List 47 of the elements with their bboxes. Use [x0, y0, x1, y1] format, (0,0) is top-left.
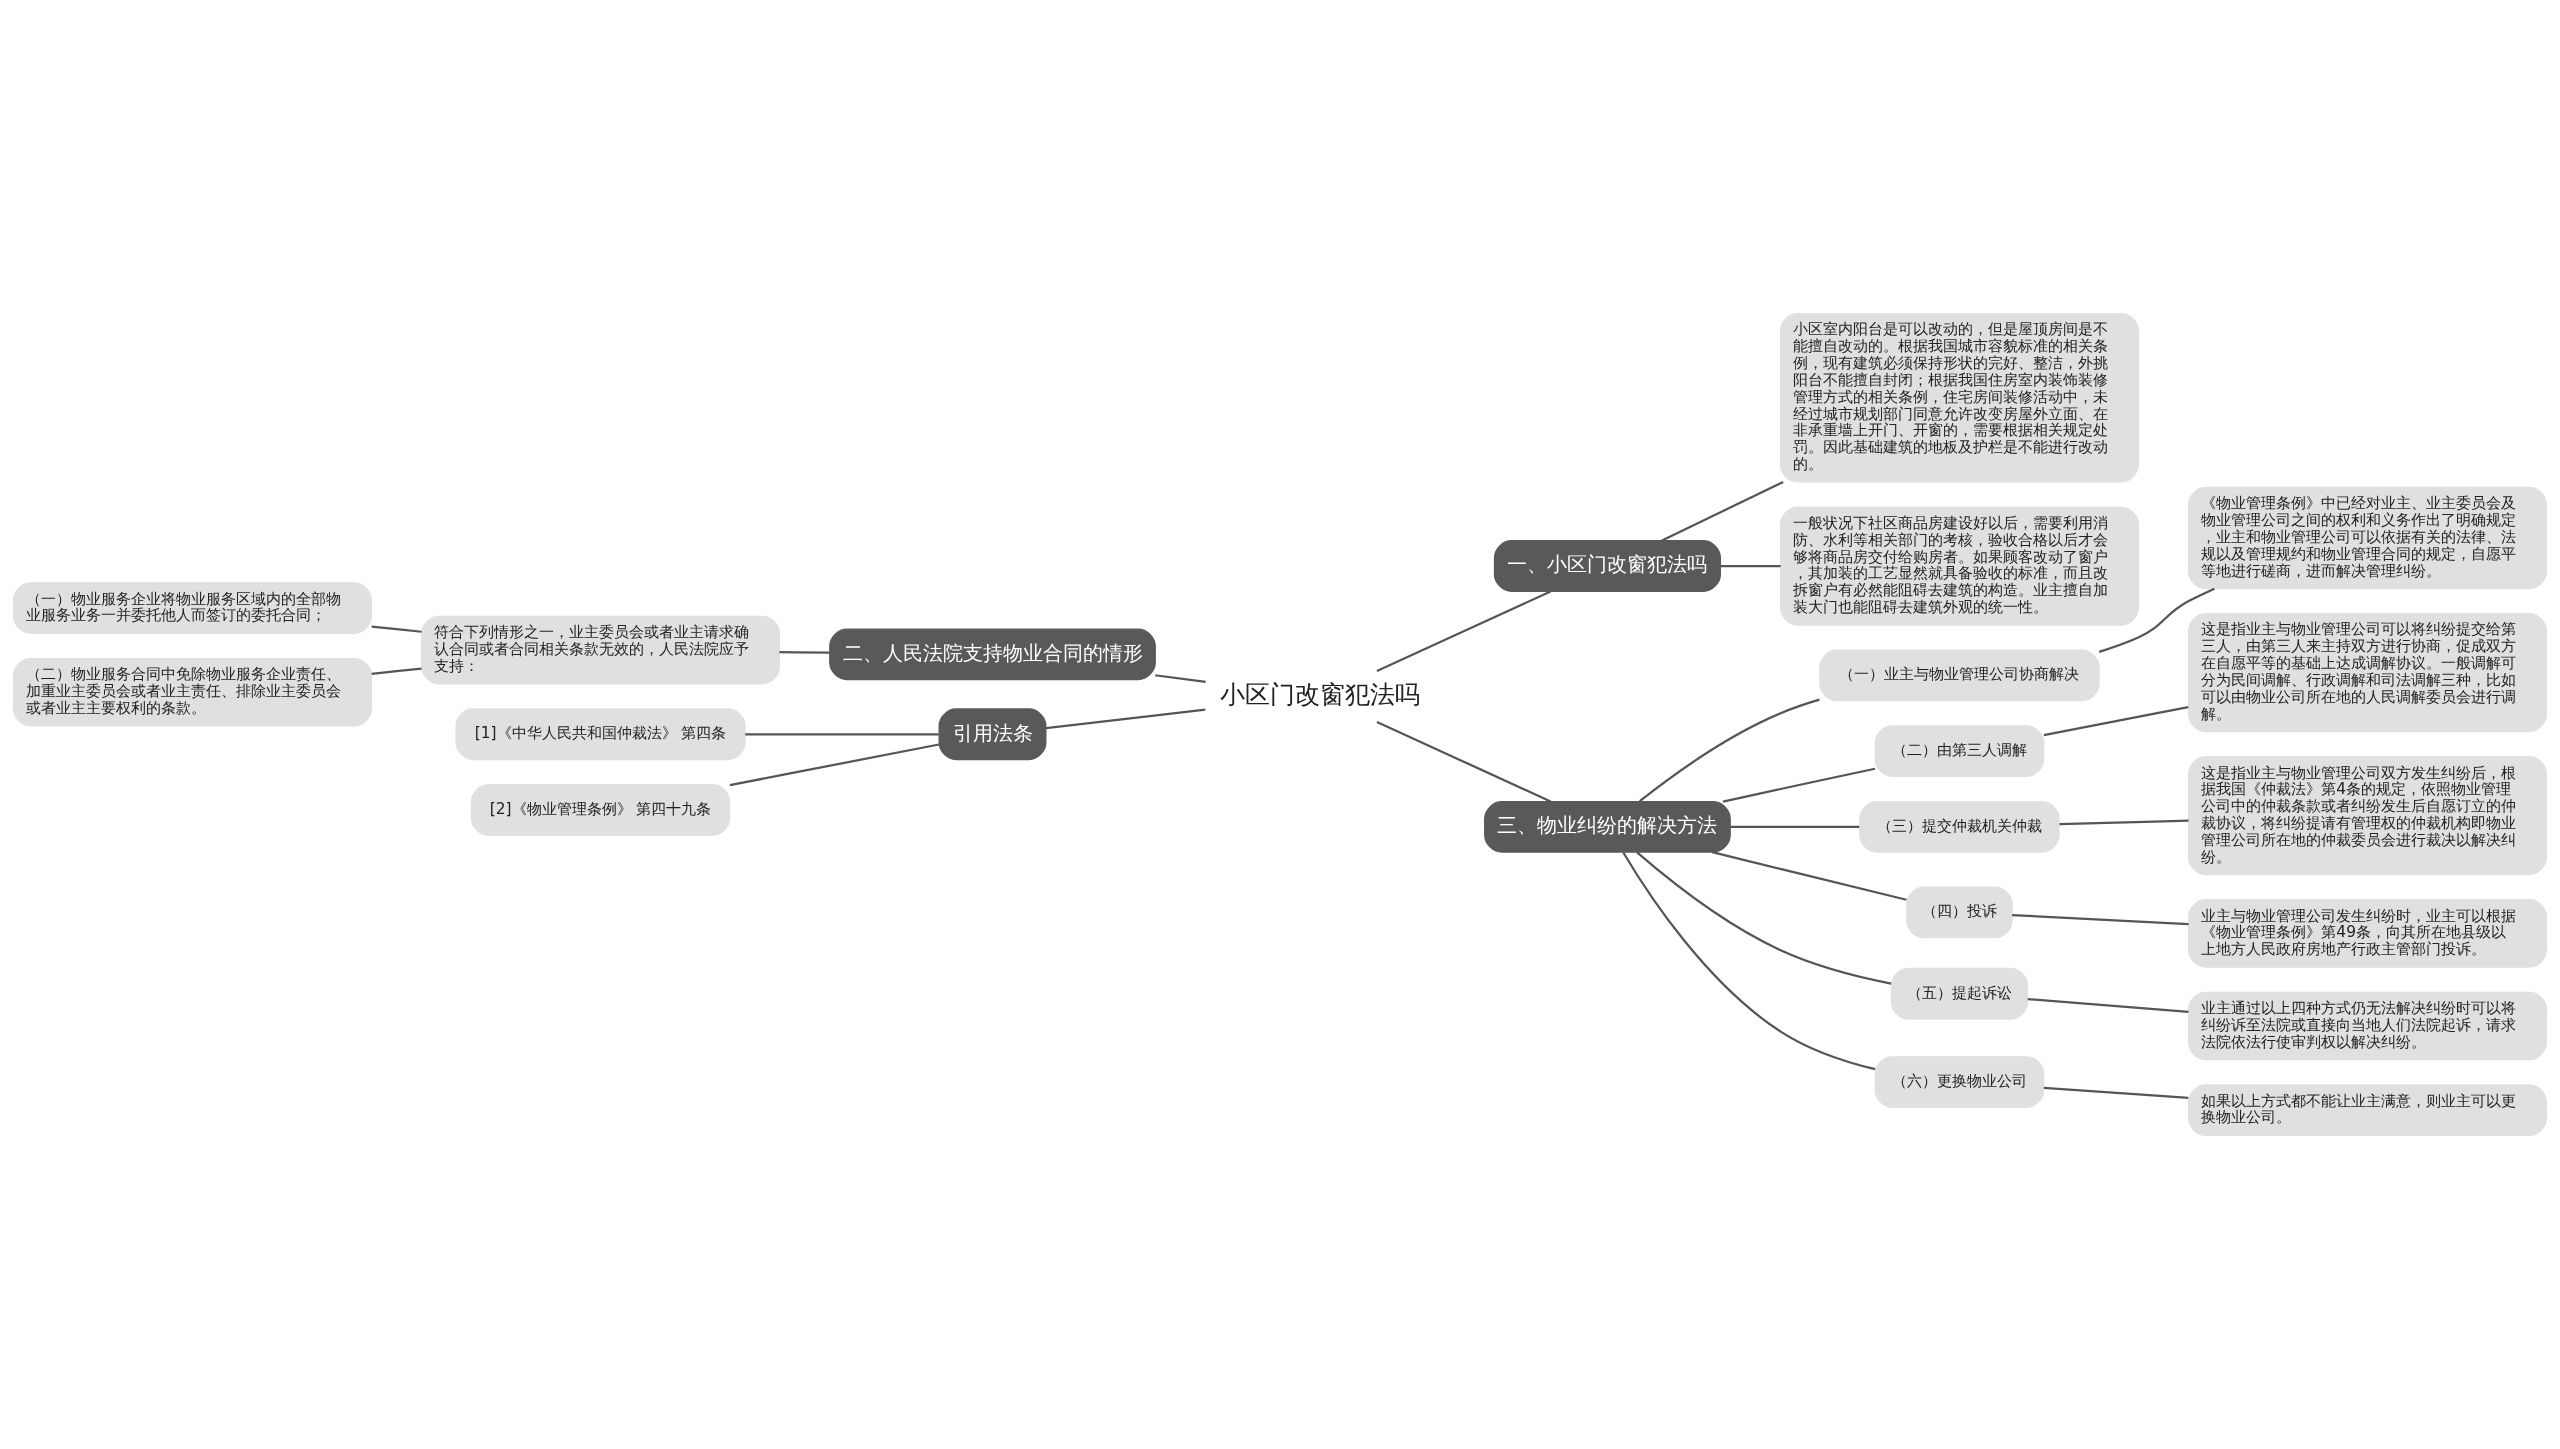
node-box: [1]《中华人民共和国仲裁法》 第四条 — [455, 708, 746, 761]
node-box: 一般状况下社区商品房建设好以后，需要利用消防、水利等相关部门的考核，验收合格以后才会够将商品房交付给购房者。如果顾客改动了窗户，其加装的工艺显然就具备验收的标准，而且改拆窗户有必然能阻碍去建筑的构造。业主擅自加装大门也能阻碍去建筑外观的统一性。 — [1779, 506, 2139, 626]
node-box: 业主与物业管理公司发生纠纷时，业主可以根据《物业管理条例》第49条，向其所在地县级以上地方人民政府房地产行政主管部门投诉。 — [2188, 899, 2548, 968]
node-box: 小区室内阳台是可以改动的，但是屋顶房间是不能擅自改动的。根据我国城市容貌标准的相关条例，现有建筑必须保持形状的完好、整洁，外挑阳台不能擅自封闭；根据我国住房室内装饰装修管理方式的相关条例，住宅房间装修活动中，未经过城市规划部门同意允许改变房屋外立面、在非承重墙上开门、开窗的，需要根据相关规定处罚。因此基础建筑的地板及护栏是不能进行改动的。 — [1779, 312, 2139, 483]
node-box: 如果以上方式都不能让业主满意，则业主可以更换物业公司。 — [2188, 1084, 2548, 1137]
node-text: 小区门改窗犯法吗 — [1219, 679, 1420, 709]
connector — [371, 625, 422, 633]
node-box: 《物业管理条例》中已经对业主、业主委员会及物业管理公司之间的权利和义务作出了明确规定，业主和物业管理公司可以依据有关的法律、法规以及管理规约和物业管理合同的规定，自愿平等地进行磋商，进而解决管理纠纷。 — [2188, 486, 2548, 590]
connector — [2027, 997, 2189, 1013]
node-box: 三、物业纠纷的解决方法 — [1484, 800, 1731, 853]
connector — [779, 651, 830, 654]
connector — [1720, 564, 1781, 568]
node-box: （五）提起诉讼 — [1890, 967, 2029, 1020]
connector — [745, 733, 939, 736]
node-box: 这是指业主与物业管理公司可以将纠纷提交给第三人，由第三人来主持双方进行协商，促成双方在自愿平等的基础上达成调解协议。一般调解可分为民间调解、行政调解和司法调解三种，比如可以由物业公司所在地的人民调解委员会进行调解。 — [2188, 613, 2548, 733]
connector — [1711, 851, 1907, 901]
connector — [1639, 698, 1820, 803]
connector — [1622, 851, 1876, 1071]
node-box: 一、小区门改窗犯法吗 — [1493, 540, 1722, 592]
connector — [2043, 1086, 2189, 1099]
node-box: （六）更换物业公司 — [1874, 1056, 2045, 1109]
connector — [2059, 819, 2189, 826]
node-box: 二、人民法院支持物业合同的情形 — [829, 628, 1156, 681]
connector — [729, 743, 940, 787]
connector — [1636, 851, 1892, 985]
connector — [1730, 825, 1860, 828]
connector — [2043, 705, 2189, 737]
node-box: （四）投诉 — [1906, 886, 2013, 939]
connector — [1376, 720, 1552, 803]
node-box: （二）由第三人调解 — [1874, 725, 2045, 778]
node-box: （三）提交仲裁机关仲裁 — [1859, 800, 2060, 853]
node-box: （一）物业服务企业将物业服务区域内的全部物业服务业务一并委托他人而签订的委托合同； — [12, 582, 372, 635]
connector — [1376, 590, 1552, 672]
node-box: 业主通过以上四种方式仍无法解决纠纷时可以将纠纷诉至法院或直接向当地人们法院起诉，请求法院依法行使审判权以解决纠纷。 — [2188, 991, 2548, 1061]
node-box: （一）业主与物业管理公司协商解决 — [1819, 649, 2100, 702]
node-box: （二）物业服务合同中免除物业服务企业责任、加重业主委员会或者业主责任、排除业主委员会或者业主主要权利的条款。 — [12, 657, 372, 727]
connector — [2098, 587, 2215, 653]
connector — [1722, 767, 1876, 803]
node-box: 引用法条 — [938, 708, 1047, 761]
node-box: 符合下列情形之一，业主委员会或者业主请求确认合同或者合同相关条款无效的，人民法院应予支持： — [421, 615, 781, 685]
connector — [1155, 674, 1206, 683]
node-box: 这是指业主与物业管理公司双方发生纠纷后，根据我国《仲裁法》第4条的规定，依照物业管理公司中的仲裁条款或者纠纷发生后自愿订立的仲裁协议，将纠纷提请有管理权的仲裁机构即物业管理公司所在地的仲裁委员会进行裁决以解决纠纷。 — [2188, 756, 2548, 876]
connector — [1045, 708, 1206, 730]
connector — [2012, 913, 2189, 926]
connector — [371, 667, 422, 675]
connector — [1661, 481, 1784, 542]
node-box: [2]《物业管理条例》 第四十九条 — [470, 784, 731, 836]
